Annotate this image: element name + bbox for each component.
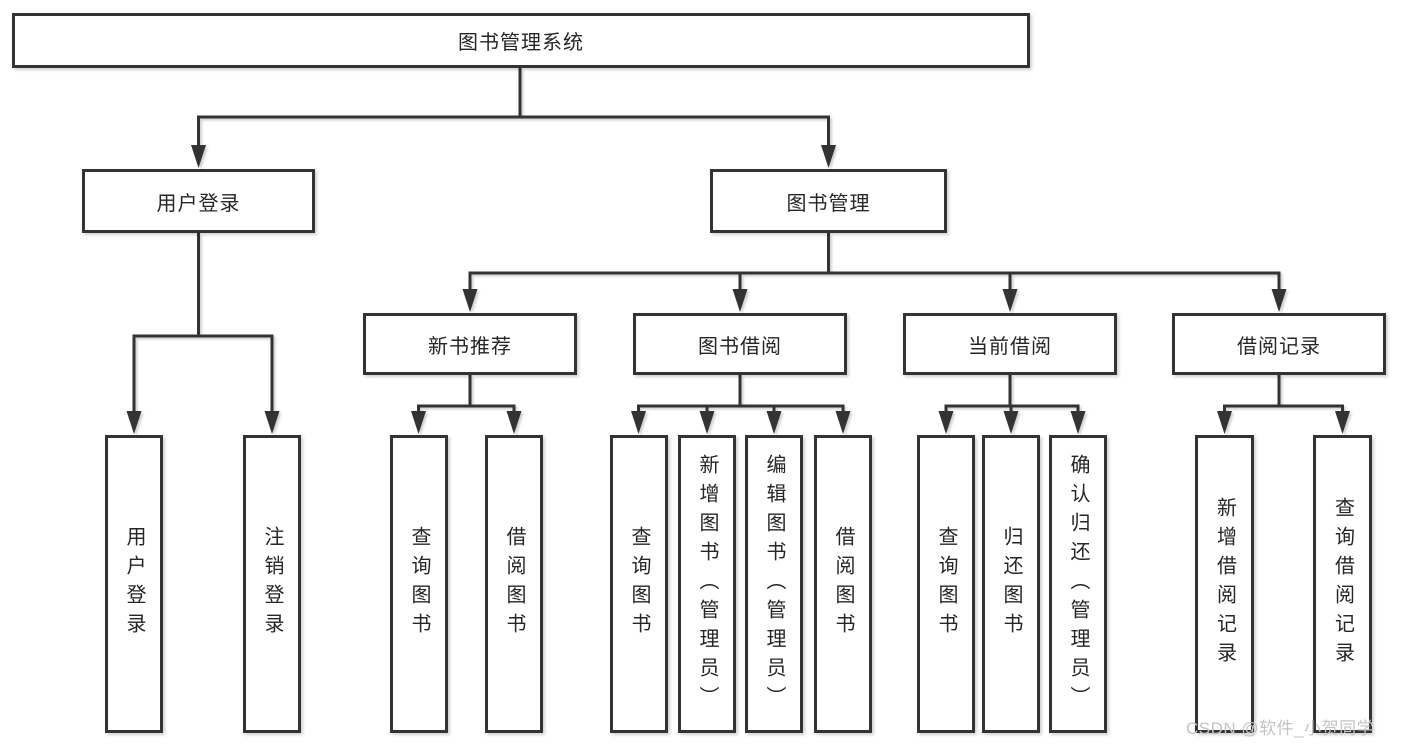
node-label: 查询图书 bbox=[935, 526, 957, 642]
node-label: 注销登录 bbox=[261, 526, 283, 642]
leaf-query-books-borrowing: 查询图书 bbox=[610, 435, 668, 733]
node-library-management-system: 图书管理系统 bbox=[12, 13, 1030, 68]
node-label: 编辑图书（管理员） bbox=[763, 453, 785, 715]
leaf-return-books: 归还图书 bbox=[982, 435, 1040, 733]
node-label: 图书借阅 bbox=[698, 335, 782, 358]
node-label: 当前借阅 bbox=[968, 335, 1052, 358]
node-user-login: 用户登录 bbox=[82, 169, 315, 233]
leaf-add-borrow-record: 新增借阅记录 bbox=[1195, 435, 1254, 733]
node-label: 用户登录 bbox=[156, 192, 241, 215]
node-label: 查询借阅记录 bbox=[1331, 497, 1354, 671]
node-new-book-recommendation: 新书推荐 bbox=[363, 313, 577, 375]
leaf-query-books-current: 查询图书 bbox=[917, 435, 975, 733]
leaf-user-login: 用户登录 bbox=[105, 435, 163, 733]
node-label: 新增图书（管理员） bbox=[696, 453, 718, 715]
node-current-borrowing: 当前借阅 bbox=[903, 313, 1117, 375]
node-label: 查询图书 bbox=[628, 526, 650, 642]
node-borrowing-records: 借阅记录 bbox=[1172, 313, 1386, 375]
node-label: 图书管理系统 bbox=[458, 32, 584, 54]
leaf-query-books-recommend: 查询图书 bbox=[390, 435, 448, 733]
node-label: 查询图书 bbox=[408, 526, 430, 642]
node-label: 用户登录 bbox=[123, 526, 145, 642]
leaf-borrow-books-borrowing: 借阅图书 bbox=[814, 435, 872, 733]
node-book-borrowing: 图书借阅 bbox=[633, 313, 847, 375]
leaf-query-borrow-record: 查询借阅记录 bbox=[1313, 435, 1372, 733]
node-book-management: 图书管理 bbox=[710, 169, 947, 233]
leaf-confirm-return-admin: 确认归还（管理员） bbox=[1049, 435, 1107, 733]
leaf-logout: 注销登录 bbox=[243, 435, 301, 733]
node-label: 新增借阅记录 bbox=[1213, 497, 1236, 671]
node-label: 新书推荐 bbox=[428, 335, 512, 358]
watermark-csdn: CSDN @软件_小贺同学 bbox=[1186, 719, 1375, 738]
leaf-edit-book-admin: 编辑图书（管理员） bbox=[745, 435, 803, 733]
node-label: 归还图书 bbox=[1000, 526, 1022, 642]
leaf-add-book-admin: 新增图书（管理员） bbox=[678, 435, 736, 733]
node-label: 借阅图书 bbox=[503, 526, 525, 642]
node-label: 借阅图书 bbox=[832, 526, 854, 642]
node-label: 图书管理 bbox=[786, 192, 871, 215]
node-label: 借阅记录 bbox=[1237, 335, 1321, 358]
leaf-borrow-books-recommend: 借阅图书 bbox=[485, 435, 543, 733]
node-label: 确认归还（管理员） bbox=[1067, 453, 1089, 715]
